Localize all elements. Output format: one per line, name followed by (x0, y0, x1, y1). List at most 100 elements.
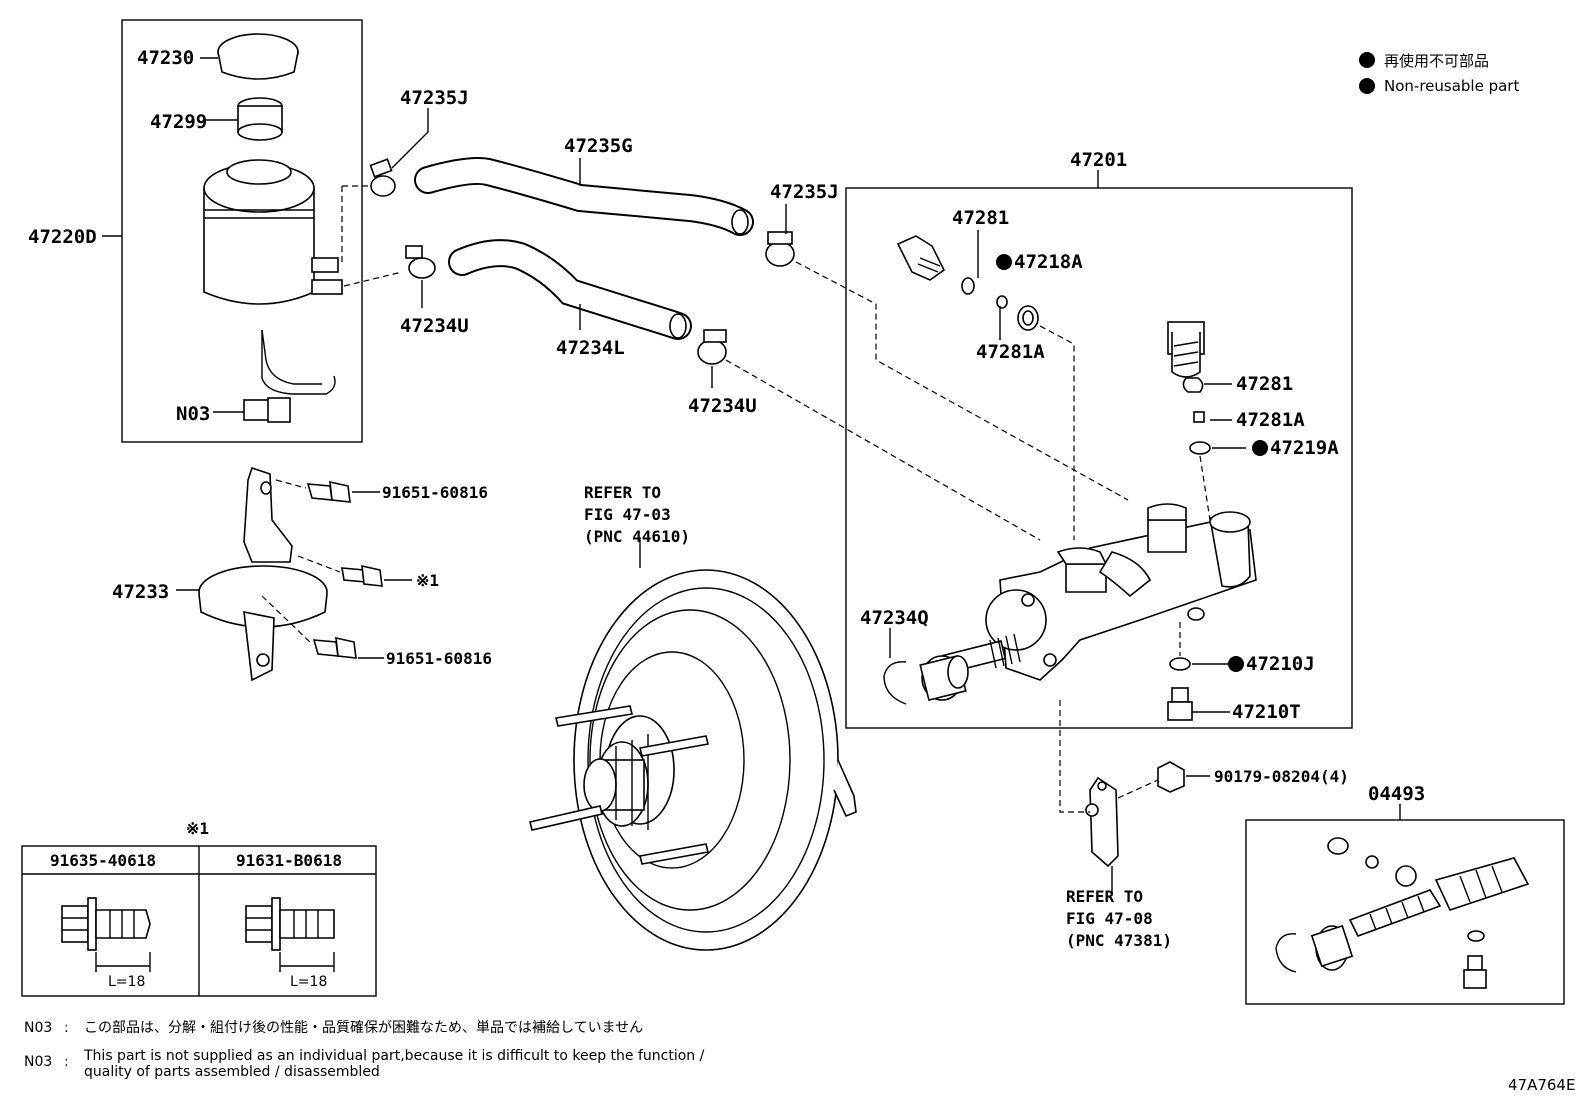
bracket[interactable] (1085, 776, 1119, 868)
dash-gasket (1199, 455, 1211, 521)
gasket-47210J[interactable] (1169, 657, 1191, 671)
label-47281A-a: 47281A (976, 341, 1045, 363)
label-47218A: 47218A (1014, 251, 1083, 273)
label-04493: 04493 (1368, 783, 1425, 805)
nut-90179[interactable] (1157, 761, 1185, 793)
figure-id: 47A764E (1508, 1076, 1575, 1094)
hose-47234L[interactable] (448, 239, 692, 340)
bolt-x1[interactable] (341, 564, 383, 587)
screw-47281A-right[interactable] (1193, 411, 1205, 423)
label-91651-b: 91651-60816 (386, 649, 492, 668)
label-47234L: 47234L (556, 337, 625, 359)
label-47219A: 47219A (1270, 437, 1339, 459)
repair-kit-frame (1245, 819, 1565, 1005)
note2-line2: quality of parts assembled / disassemble… (84, 1064, 380, 1080)
piston-assembly[interactable] (919, 633, 1021, 702)
label-47201: 47201 (1070, 149, 1127, 171)
reservoir-bracket-47233[interactable] (198, 466, 328, 682)
bolt-illustration-2 (245, 897, 335, 972)
label-47281-b: 47281 (1236, 373, 1293, 395)
dot-47210J (1228, 656, 1244, 672)
label-47234Q: 47234Q (860, 607, 929, 629)
note1-sep: : (64, 1020, 69, 1036)
refer1-line1: REFER TO (584, 483, 661, 502)
label-47230: 47230 (137, 47, 194, 69)
dash-bracket (1059, 700, 1090, 813)
hose-clamp-47235J-right[interactable] (765, 231, 795, 267)
dash-grommet (1039, 325, 1075, 540)
label-90179: 90179-08204(4) (1214, 767, 1349, 786)
hose-clamp-47234U-left[interactable] (405, 245, 436, 279)
leader-47235J-a (391, 108, 429, 169)
gasket-47219A[interactable] (1189, 441, 1211, 455)
plug-47210T[interactable] (1167, 687, 1193, 721)
bolt-91651-upper[interactable] (306, 480, 351, 503)
label-47235J-a: 47235J (400, 87, 469, 109)
legend-en: Non-reusable part (1384, 77, 1519, 95)
level-sensor[interactable] (243, 329, 336, 423)
length-1: L=18 (108, 974, 145, 990)
refer2-line1: REFER TO (1066, 887, 1143, 906)
bolt-91651-lower[interactable] (312, 636, 357, 659)
label-47234U-b: 47234U (688, 395, 757, 417)
master-cylinder-body[interactable] (985, 503, 1257, 681)
dash-clamp-lower (725, 359, 1041, 541)
dot-47219A (1252, 440, 1268, 456)
label-47234U-a: 47234U (400, 315, 469, 337)
label-N03: N03 (176, 403, 210, 425)
note1-code: N03 (24, 1020, 52, 1036)
label-47210T: 47210T (1232, 701, 1301, 723)
refer2-line3: (PNC 47381) (1066, 931, 1172, 950)
cap-47281-small[interactable] (1182, 377, 1204, 393)
label-47299: 47299 (150, 111, 207, 133)
snap-ring-47234Q[interactable] (883, 661, 907, 705)
label-91651-a: 91651-60816 (382, 483, 488, 502)
note1-text: この部品は、分解・組付け後の性能・品質確保が困難なため、単品では補給していません (84, 1020, 643, 1036)
dash-bolt-3 (261, 595, 313, 645)
brake-booster[interactable] (529, 569, 857, 951)
inlet-fitting-right[interactable] (1167, 321, 1205, 378)
refer1-line3: (PNC 44610) (584, 527, 690, 546)
label-47210J: 47210J (1246, 653, 1315, 675)
legend-dot-jp (1359, 52, 1375, 68)
label-47281-a: 47281 (952, 207, 1009, 229)
hose-clamp-47234U-right[interactable] (697, 329, 727, 365)
dot-47218A (996, 254, 1012, 270)
grommet-47218A[interactable] (1017, 305, 1039, 331)
screw-47281A-left[interactable] (961, 277, 1008, 309)
dash-res-3 (343, 271, 403, 287)
table-title: ※1 (186, 819, 209, 838)
dash-nut (1117, 779, 1159, 799)
label-47235G: 47235G (564, 135, 633, 157)
legend-dot-en (1359, 78, 1375, 94)
refer1-line2: FIG 47-03 (584, 505, 671, 524)
dash-bolt-2 (297, 555, 341, 573)
dash-bolt-1 (275, 479, 307, 489)
reservoir-tank[interactable] (203, 159, 343, 305)
master-cylinder-frame (845, 187, 1353, 729)
label-47235J-b: 47235J (770, 181, 839, 203)
note2-code: N03 (24, 1054, 52, 1070)
legend-jp: 再使用不可部品 (1384, 52, 1489, 70)
table-col1: 91635-40618 (50, 851, 156, 870)
label-47220D: 47220D (28, 226, 97, 248)
bolt-illustration-1 (61, 897, 151, 972)
inlet-fitting-left[interactable] (896, 235, 946, 281)
note2-line1: This part is not supplied as an individu… (83, 1048, 705, 1064)
label-47233: 47233 (112, 581, 169, 603)
reservoir-strainer[interactable] (237, 97, 283, 141)
reservoir-frame (121, 19, 363, 443)
label-47281A-b: 47281A (1236, 409, 1305, 431)
reservoir-cap[interactable] (217, 33, 299, 80)
refer2-line2: FIG 47-08 (1066, 909, 1153, 928)
hose-clamp-47235J-upper[interactable] (369, 158, 396, 197)
note2-sep: : (64, 1054, 69, 1070)
hose-47235G[interactable] (414, 157, 754, 236)
repair-kit-parts[interactable] (1275, 837, 1530, 989)
label-x1: ※1 (416, 571, 439, 590)
dash-clamp-upper (795, 261, 1129, 501)
length-2: L=18 (290, 974, 327, 990)
table-col2: 91631-B0618 (236, 851, 342, 870)
